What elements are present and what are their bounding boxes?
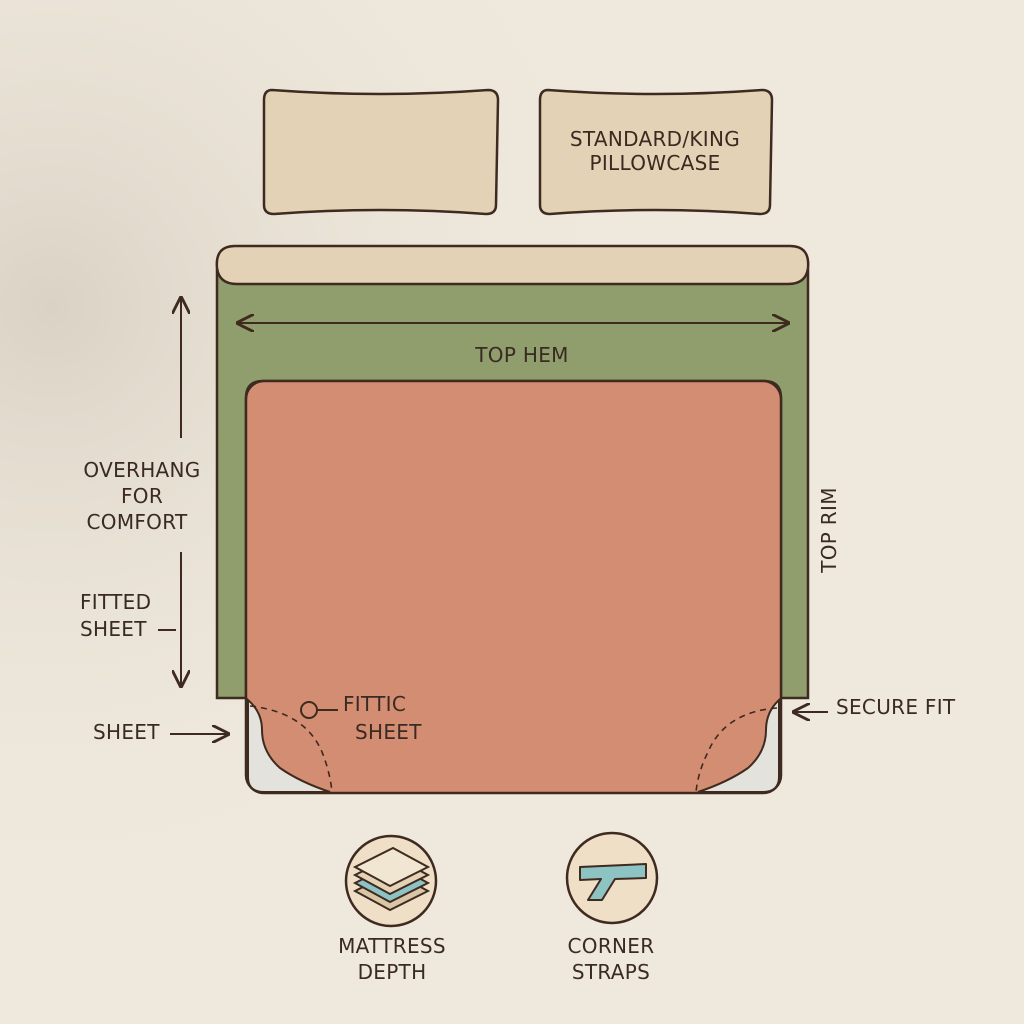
- top-hem-band: [215, 244, 810, 286]
- pillow-right: STANDARD/KING PILLOWCASE: [538, 88, 774, 216]
- pillowcase-label-line1: STANDARD/KING: [570, 127, 740, 151]
- corner-pocket-left: [247, 697, 331, 793]
- mattress-depth-label-line1: MATTRESS: [338, 934, 446, 958]
- dashed-elastic-right: [695, 707, 778, 793]
- overhang-label-line1: OVERHANG: [83, 458, 200, 482]
- fittic-sheet-label-line1: FITTIC: [343, 692, 406, 716]
- overhang-label-line3: COMFORT: [87, 510, 188, 534]
- fittic-sheet-label-line2: SHEET: [355, 720, 422, 744]
- dashed-elastic-left: [249, 705, 333, 793]
- overhang-label-line2: FOR: [121, 484, 163, 508]
- corner-straps-label-line1: CORNER: [568, 934, 655, 958]
- fitted-sheet: [244, 379, 783, 795]
- corner-straps-feature: CORNER STRAPS: [565, 831, 659, 984]
- top-rim-label: TOP RIM: [817, 487, 841, 574]
- pillowcase-label-line2: PILLOWCASE: [589, 151, 720, 175]
- fitted-sheet-label-line1: FITTED: [80, 590, 151, 614]
- sheet-label: SHEET: [93, 720, 160, 744]
- pillow-left: [262, 88, 500, 216]
- fitted-sheet-label-line2: SHEET: [80, 617, 147, 641]
- mattress-depth-feature: MATTRESS DEPTH: [338, 834, 446, 984]
- corner-pocket-right: [697, 697, 780, 793]
- top-hem-label: TOP HEM: [474, 343, 568, 367]
- mattress-depth-label-line2: DEPTH: [358, 960, 427, 984]
- secure-fit-label: SECURE FIT: [836, 695, 956, 719]
- corner-straps-label-line2: STRAPS: [572, 960, 650, 984]
